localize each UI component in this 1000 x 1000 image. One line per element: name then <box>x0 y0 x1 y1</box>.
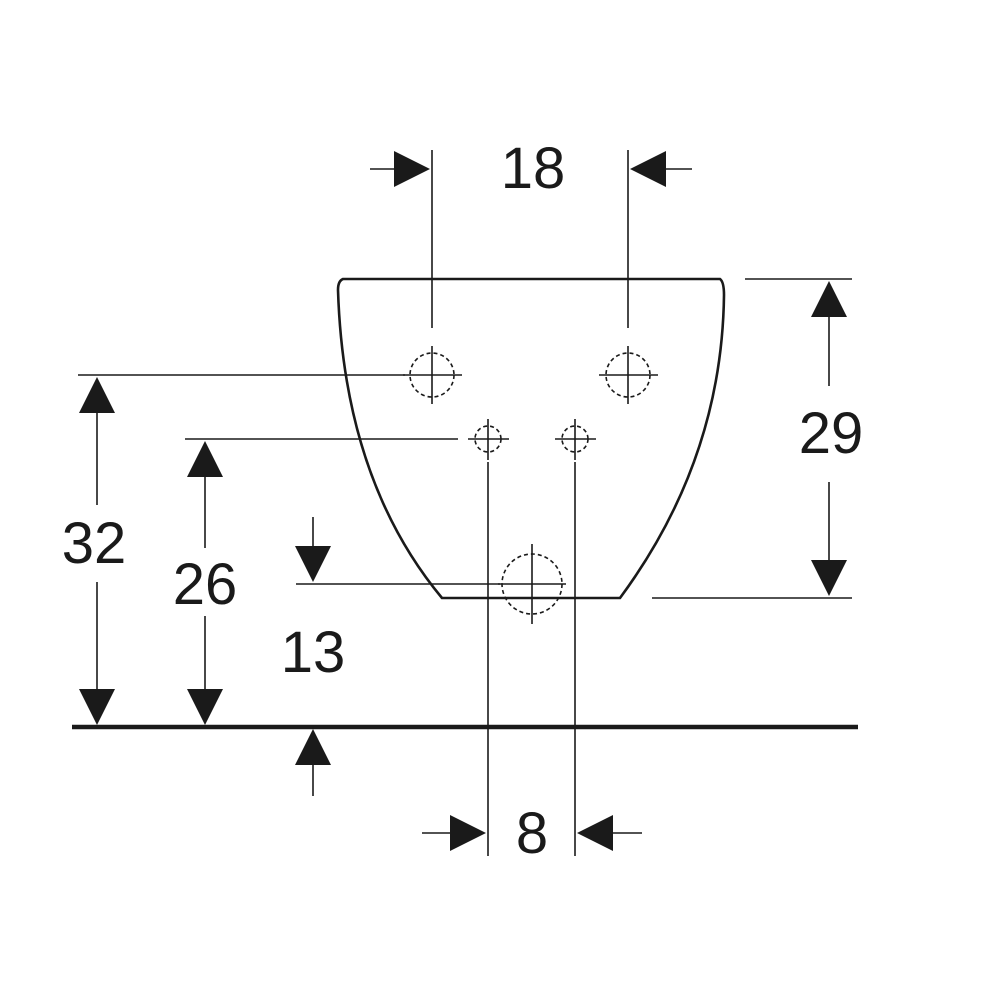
fixture-outline <box>336 277 726 600</box>
arrow-up-icon <box>811 281 847 317</box>
arrow-down-icon <box>295 546 331 582</box>
arrow-right-icon <box>450 815 486 851</box>
dimension-label-left-inner: 26 <box>173 552 238 617</box>
supply-hole-right <box>555 419 596 460</box>
arrow-down-icon <box>811 560 847 596</box>
arrow-up-icon <box>295 729 331 765</box>
arrow-up-icon <box>79 377 115 413</box>
arrow-down-icon <box>79 689 115 725</box>
arrow-down-icon <box>187 689 223 725</box>
dimension-drain-height: 13 <box>281 517 500 796</box>
dimension-label-drain: 13 <box>281 620 346 685</box>
dimension-left-outer-height: 32 <box>62 374 405 725</box>
dimension-label-top: 18 <box>501 136 566 201</box>
dimension-right-height: 29 <box>652 278 864 599</box>
mounting-hole-left <box>403 346 462 404</box>
dimension-label-bottom: 8 <box>516 801 548 866</box>
dimension-label-right: 29 <box>799 401 864 466</box>
dimension-bottom-width: 8 <box>422 462 642 866</box>
mounting-hole-right <box>599 346 658 404</box>
arrow-left-icon <box>577 815 613 851</box>
dimension-left-inner-height: 26 <box>173 438 458 725</box>
arrow-up-icon <box>187 441 223 477</box>
dimension-top-width: 18 <box>370 136 692 328</box>
dimension-label-left-outer: 32 <box>62 511 127 576</box>
arrow-right-icon <box>394 151 430 187</box>
supply-hole-left <box>468 419 509 460</box>
drain-hole <box>498 544 566 624</box>
arrow-left-icon <box>630 151 666 187</box>
